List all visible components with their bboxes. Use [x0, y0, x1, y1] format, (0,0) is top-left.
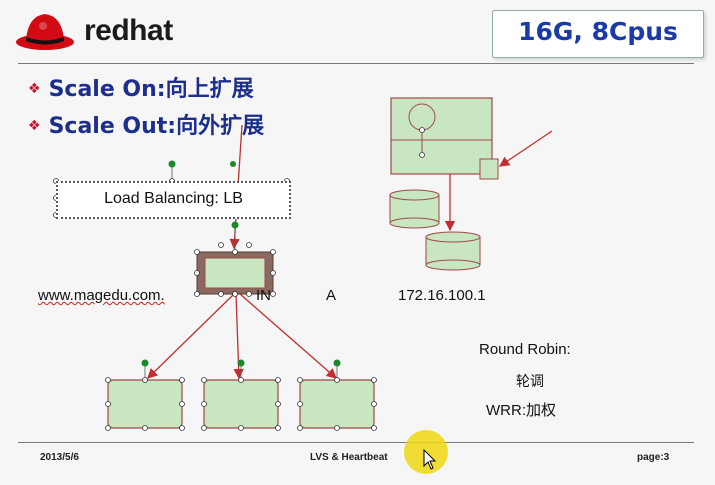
backend-server-2[interactable]: [203, 379, 279, 429]
footer-date: 2013/5/6: [40, 452, 79, 463]
footer-title: LVS & Heartbeat: [310, 452, 388, 463]
slide-title-box: 16G, 8Cpus: [492, 10, 704, 58]
backend-server-1[interactable]: [107, 379, 183, 429]
diamond-bullet-icon: ❖: [28, 81, 41, 97]
diamond-bullet-icon: ❖: [28, 118, 41, 134]
lb-to-backend-1-arrow: [147, 293, 235, 379]
scale-up-server: [390, 97, 553, 232]
slide-header: redhat 16G, 8Cpus: [0, 0, 715, 62]
bullet-scale-out: ❖ Scale Out:向外扩展: [28, 108, 264, 140]
mouse-pointer-icon: [423, 449, 437, 470]
round-robin-heading: Round Robin:: [479, 341, 571, 358]
backend-server-3[interactable]: [299, 379, 375, 429]
lb-to-backend-3-arrow: [239, 293, 337, 379]
dns-type: A: [326, 287, 337, 304]
disk-large-icon: [425, 231, 481, 271]
bullet-scale-on-en: Scale On: [48, 77, 157, 102]
footer-page: page:3: [637, 452, 670, 463]
load-balancing-textbox[interactable]: Load Balancing: LB: [56, 181, 291, 219]
dns-class: IN: [256, 287, 271, 304]
bullet-scale-on: ❖ Scale On:向上扩展: [28, 71, 254, 103]
bullet-scale-out-sep: :: [167, 114, 177, 139]
bullet-scale-on-zh: 向上扩展: [165, 77, 254, 102]
load-balancer-server[interactable]: [196, 161, 274, 295]
bullet-scale-out-zh: 向外扩展: [176, 114, 265, 139]
slide-title: 16G, 8Cpus: [518, 17, 678, 46]
round-robin-zh: 轮调: [516, 374, 544, 390]
dns-domain: www.magedu.com.: [38, 287, 165, 304]
footer-divider: [18, 442, 694, 443]
wrr-label: WRR:加权: [486, 402, 556, 419]
bullet-scale-on-sep: :: [156, 77, 166, 102]
redhat-logo-text: redhat: [84, 14, 173, 47]
dns-address: 172.16.100.1: [398, 287, 486, 304]
disk-small-icon: [389, 189, 440, 229]
header-divider: [18, 63, 694, 64]
bullet-scale-out-en: Scale Out: [48, 114, 168, 139]
redhat-shadowman-icon: [16, 14, 74, 50]
load-balancing-label: Load Balancing: LB: [104, 190, 243, 207]
rotate-handles: [141, 160, 341, 380]
